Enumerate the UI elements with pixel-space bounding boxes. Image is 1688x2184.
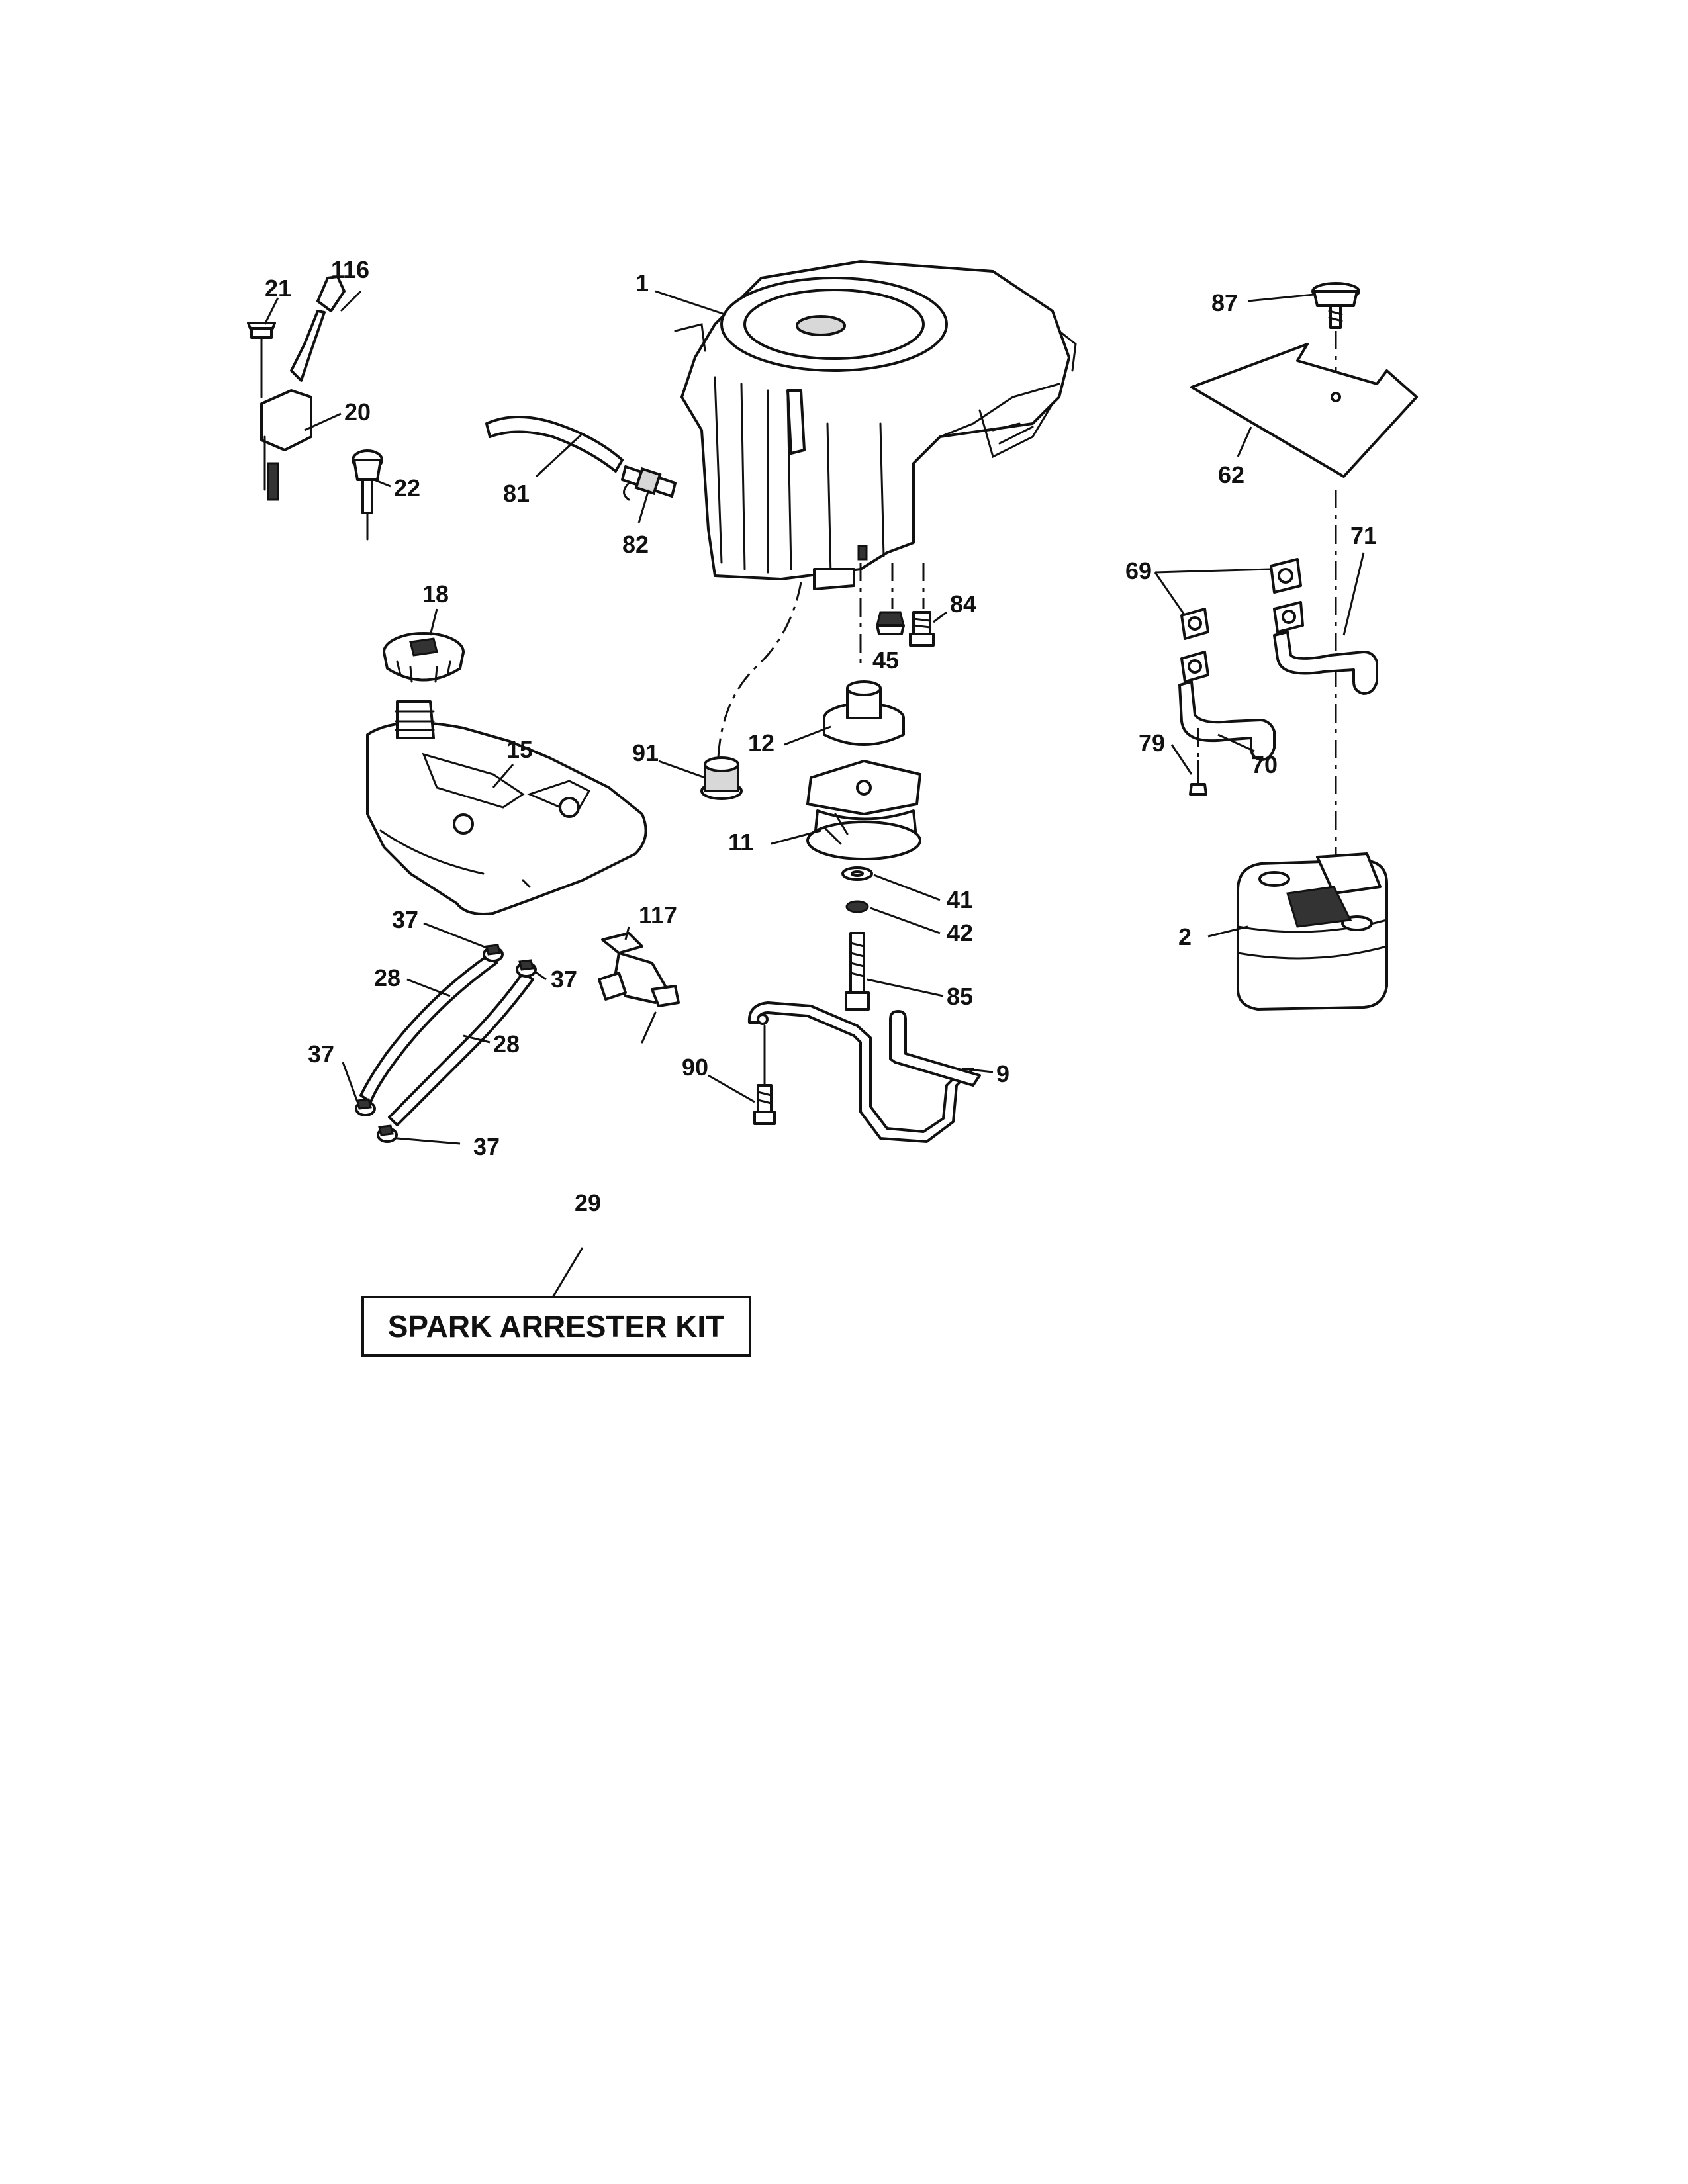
choke-knob [352, 449, 383, 541]
callout-117: 117 [639, 901, 677, 929]
callout-28a: 28 [374, 964, 400, 991]
callout-18: 18 [422, 580, 449, 608]
callout-79: 79 [1139, 729, 1165, 756]
callout-87: 87 [1211, 289, 1238, 316]
callout-41: 41 [947, 886, 973, 913]
grommet [700, 756, 743, 800]
callout-42: 42 [947, 919, 973, 946]
callout-2: 2 [1178, 923, 1192, 950]
fuel-tank [366, 700, 647, 915]
clamp-37-b [516, 959, 537, 978]
clamp-37-d [377, 1124, 398, 1143]
muffler [1237, 852, 1388, 1011]
callout-37d: 37 [473, 1133, 500, 1160]
fuel-filter [621, 465, 677, 501]
spark-arrester-kit-box [361, 1296, 751, 1357]
callout-62: 62 [1218, 461, 1244, 488]
callout-37b: 37 [551, 966, 577, 993]
callout-45: 45 [872, 647, 899, 674]
spark-arrester-kit-label: SPARK ARRESTER KIT [388, 1309, 725, 1343]
bolt-85 [845, 932, 870, 1011]
callout-91: 91 [632, 739, 659, 766]
exhaust-pipe-left [1178, 651, 1276, 761]
callout-90: 90 [682, 1054, 708, 1081]
clamp-37-c [355, 1098, 376, 1116]
callout-85: 85 [947, 983, 973, 1010]
callout-11: 11 [728, 829, 753, 856]
knob [1311, 282, 1360, 329]
exhaust-pipe-right [1273, 601, 1378, 695]
callouts: 1 2 9 11 12 15 18 20 21 22 28 28 29 37 3… [265, 256, 1377, 1216]
callout-37a: 37 [392, 906, 418, 933]
callout-37c: 37 [308, 1040, 334, 1068]
fuel-hose-28b [388, 972, 534, 1126]
spark-arrester-kit: SPARK ARRESTER KIT [361, 1296, 751, 1357]
bolt-79 [1189, 760, 1207, 796]
callout-29: 29 [575, 1189, 601, 1216]
heat-shield [1190, 343, 1418, 478]
fuel-hose [485, 416, 624, 473]
callout-70: 70 [1251, 751, 1278, 778]
electric-clutch [806, 760, 921, 860]
rod-9 [747, 1001, 981, 1143]
callout-84: 84 [950, 590, 976, 617]
callout-81: 81 [503, 480, 530, 507]
callout-116: 116 [331, 256, 369, 283]
callout-12: 12 [748, 729, 774, 756]
throttle-control [247, 275, 346, 501]
callout-20: 20 [344, 398, 371, 426]
callout-69: 69 [1125, 557, 1152, 584]
bolt-90 [753, 1024, 776, 1125]
fuel-cap [383, 632, 465, 683]
callout-21: 21 [265, 275, 291, 302]
exhaust-gaskets [1180, 558, 1302, 640]
washer-42 [845, 900, 869, 913]
washer-41 [841, 866, 873, 881]
callout-1: 1 [635, 269, 649, 296]
leader-lines [263, 290, 1365, 1298]
callout-15: 15 [506, 736, 533, 763]
fuel-valve [598, 932, 680, 1044]
callout-82: 82 [622, 531, 649, 558]
engine [674, 260, 1077, 590]
clamp-37-a [483, 944, 504, 962]
pulley [823, 680, 905, 746]
callout-9: 9 [996, 1060, 1009, 1087]
callout-22: 22 [394, 475, 420, 502]
callout-71: 71 [1350, 522, 1377, 549]
nut-45 [876, 611, 905, 635]
callout-28b: 28 [493, 1030, 520, 1058]
bolt-84 [909, 611, 935, 647]
